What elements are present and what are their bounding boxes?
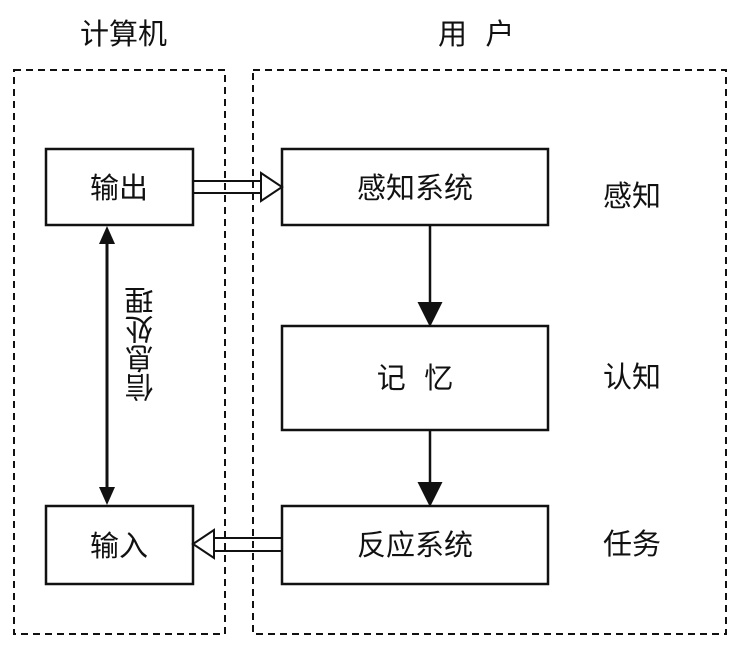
memory-box xyxy=(280,324,550,432)
input-box xyxy=(44,504,195,586)
computer-group-border xyxy=(13,69,226,635)
double-arrow-left xyxy=(191,528,282,560)
info-processing-label: 信息处理 xyxy=(124,286,158,402)
response-system-label: 反应系统 xyxy=(356,528,473,562)
input-label: 输入 xyxy=(89,529,148,563)
output-label: 输出 xyxy=(89,171,148,205)
user-title: 用 户 xyxy=(438,17,515,51)
perception-system-box xyxy=(280,147,550,227)
bidirectional-arrow-info-processing xyxy=(99,226,115,505)
double-arrow-right xyxy=(193,171,284,203)
memory-label: 记 忆 xyxy=(376,361,454,395)
stage-perception-label: 感知 xyxy=(603,179,662,213)
stage-task-label: 任务 xyxy=(603,527,662,561)
stage-cognition-label: 认知 xyxy=(603,360,662,394)
response-system-box xyxy=(280,504,550,586)
perception-system-label: 感知系统 xyxy=(356,171,473,205)
user-group-border xyxy=(252,69,727,635)
output-box xyxy=(44,147,195,227)
computer-title: 计算机 xyxy=(80,17,168,51)
